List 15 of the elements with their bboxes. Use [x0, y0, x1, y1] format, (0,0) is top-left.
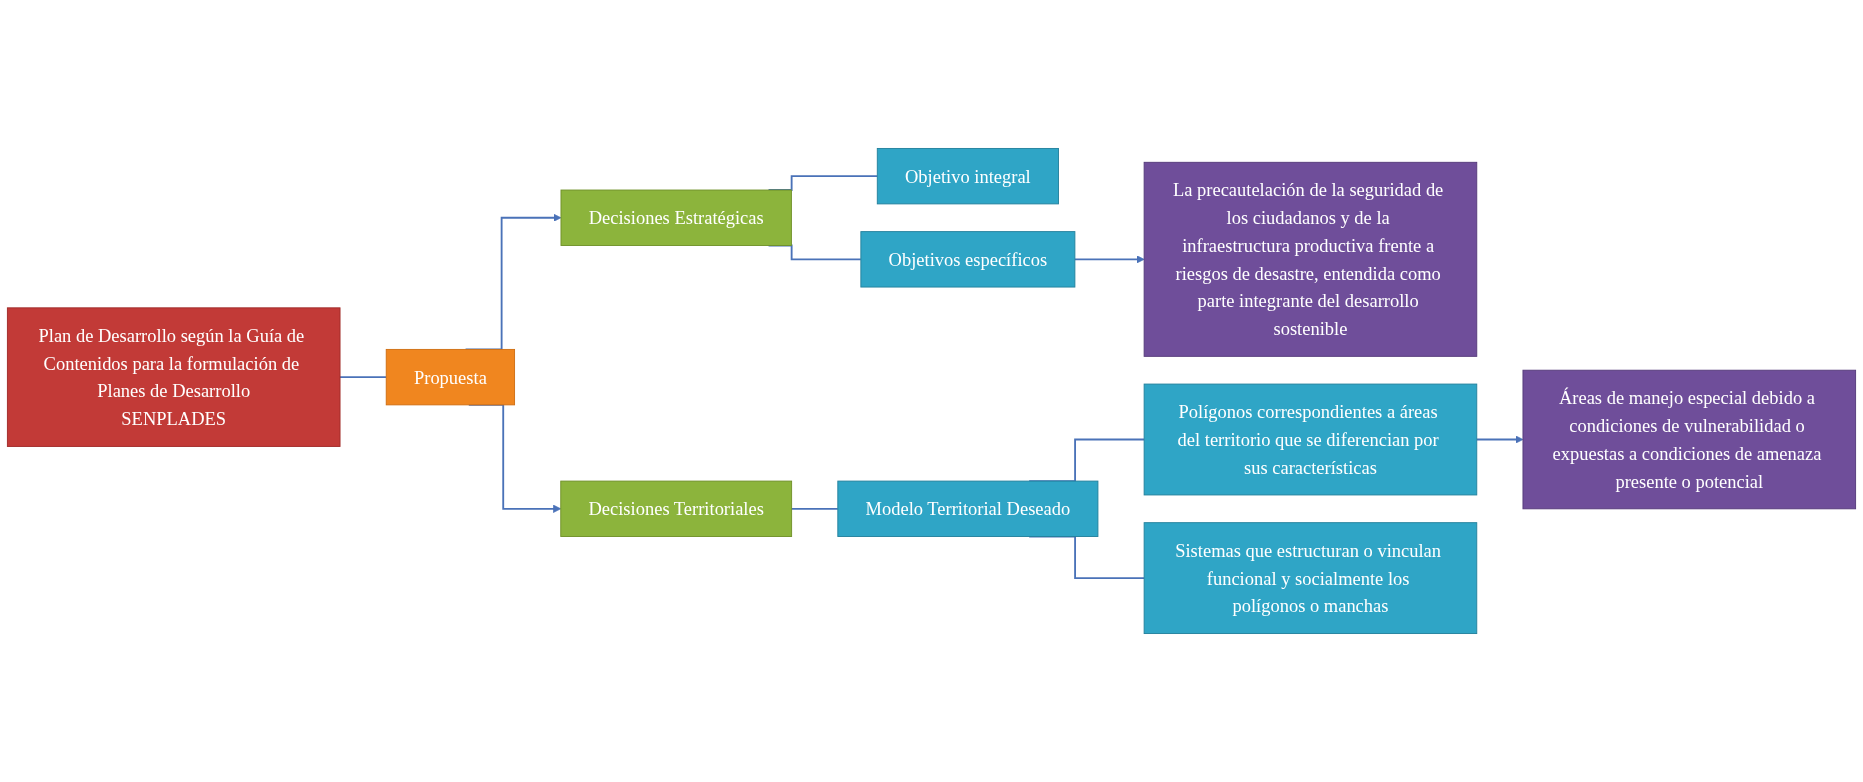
- connector: [339, 376, 388, 379]
- node-box: Áreas de manejo especial debido a condiciones de vulnerabilidad o expuestas a condiciones de amenaza presente o potencial: [1522, 369, 1857, 510]
- node-box: Propuesta: [385, 348, 516, 406]
- arrow: [1073, 255, 1145, 264]
- node-box: La precautelación de la seguridad de los ciudadanos y de la infraestructura productiva frente a riesgos de desastre, entendida como parte integrante del desarrollo sostenible: [1143, 161, 1478, 357]
- node-box: Plan de Desarrollo según la Guía de Contenidos para la formulación de Planes de Desarrollo SENPLADES: [6, 307, 341, 447]
- node-box: Objetivo integral: [876, 148, 1059, 205]
- node-box: Sistemas que estructuran o vinculan funcional y socialmente los polígonos o manchas: [1143, 522, 1478, 634]
- node-box: Decisiones Territoriales: [560, 480, 793, 537]
- node-box: Objetivos específicos: [860, 231, 1076, 288]
- connector: [790, 507, 839, 510]
- node-box: Modelo Territorial Deseado: [837, 480, 1099, 537]
- node-box: Decisiones Estratégicas: [560, 189, 792, 246]
- node-box: Polígonos correspondientes a áreas del territorio que se diferencian por sus características: [1143, 383, 1478, 496]
- arrow: [1475, 435, 1524, 444]
